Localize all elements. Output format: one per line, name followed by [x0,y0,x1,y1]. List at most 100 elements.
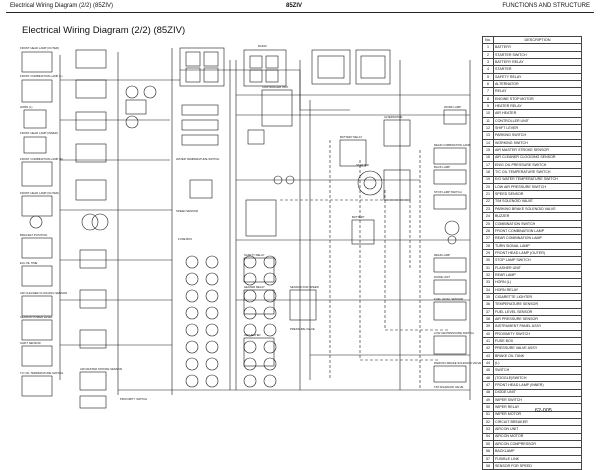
legend-row-number: 56 [482,447,494,456]
round-connector [263,323,277,337]
legend-row-number: 17 [482,160,494,170]
legend-row-number: 12 [482,124,494,133]
legend-row-description: HORN (L) [493,278,582,287]
legend-row-number: 13 [482,131,494,140]
round-connector [205,374,219,388]
legend-row-number: 14 [482,138,494,148]
round-connector [263,255,277,269]
legend-row-number: 35 [482,293,494,302]
legend-row-number: 8 [482,94,494,104]
legend-row-number: 28 [482,241,494,250]
label-work-lamp: WORK LAMP [444,105,461,109]
legend-row-number: 37 [482,307,494,317]
legend-row-description: FRONT COMBINATION LAMP [493,226,582,236]
legend-row-number: 34 [482,285,494,295]
legend-row-description: ENGINE STOP MOTOR [493,94,582,104]
round-connector [205,340,219,354]
legend-row-number: 7 [482,87,494,96]
legend-row-description: SHIFT LEVER [493,124,582,133]
legend-row-description: FUSE BOX [493,337,582,346]
legend-row-description: TEMPERATURE SENSOR [493,300,582,309]
round-connector [185,255,199,269]
legend-row-description: WORKING SWITCH [493,138,582,148]
label-stop-lamp-switch: STOP LAMP SWITCH [434,190,462,194]
legend-row-description: BATTERY RELAY [493,58,582,67]
legend-row-description: CIGARETTE LIGHTER [493,293,582,302]
legend-row-number: 29 [482,248,494,258]
label-tc-oil-temp: T/C OIL TEMPERATURE SWITCH [20,371,63,375]
legend-row-description: STOP LAMP SWITCH [493,256,582,265]
round-connector [243,340,257,354]
legend-row-number: 4 [482,65,494,74]
legend-row-number: 49 [482,395,494,405]
legend-row-description: PRESSURE VALVE ASSY [493,344,582,353]
legend-row-description: PARKING SWITCH [493,131,582,140]
round-connector [205,289,219,303]
legend-row-number: 16 [482,153,494,162]
legend-row-description: FUEL LEVEL SENSOR [493,307,582,317]
legend-row-number: 9 [482,102,494,111]
label-air-heater: AIR HEATER [244,333,261,337]
legend-row-description: RELAY [493,87,582,96]
label-air-cleaner: AIR CLEANER CLOGGING SENSOR [20,291,67,295]
legend-row-description: LOW AIR PRESSURE SWITCH [493,182,582,192]
legend-row-number: 19 [482,175,494,184]
legend-row-number: 11 [482,116,494,126]
round-connector [185,340,199,354]
label-battery-relay: BATTERY RELAY [340,135,362,139]
header-rule [6,12,594,13]
legend-row-number: 38 [482,315,494,324]
round-connector [263,306,277,320]
round-connector [205,272,219,286]
label-engine-stop: E/G OIL TIME [20,261,38,265]
label-front-head-lamp-outer: FRONT HEAD LAMP (OUTER) [20,46,59,50]
legend-row-number: 33 [482,278,494,287]
legend-row-number: 46 [482,373,494,383]
label-back-lamp: BACK LAMP [434,165,450,169]
fuse-box [179,47,391,237]
legend-row-number: 55 [482,439,494,449]
legend-row-number: 1 [482,43,494,52]
legend-row-description: WIPER SWITCH [493,395,582,405]
legend-row-number: 51 [482,410,494,419]
round-connector [243,272,257,286]
round-connector [185,323,199,337]
label-safety-relay: SAFETY RELAY [244,253,265,257]
legend-row-description: STARTER [493,65,582,74]
wiring-diagram-sheet: Electrical Wiring Diagram (2/2) (85ZIV) … [6,3,594,470]
label-tm-solenoid: T/M SOLENOID VALVE [434,385,464,389]
legend-row-description: AIR HEATER [493,109,582,118]
legend-row-number: 48 [482,388,494,397]
legend-row-description: PARKING BRAKE SOLENOID VALVE [493,204,582,214]
round-connector [205,255,219,269]
legend-row-number: 58 [482,461,494,470]
label-bracket-position: BRACKET POSITION [20,233,47,237]
label-starter: STARTER [356,163,369,167]
legend-row-description: EN/G OIL PRESSURE SWITCH [493,160,582,170]
component-labels: FRONT HEAD LAMP (OUTER) FRONT COMBINATIO… [20,44,481,401]
legend-row-description: FUSIBLE LINK [493,454,582,463]
legend-row-description: (L) [493,359,582,368]
legend-row-description: TURN SIGNAL LAMP [493,241,582,250]
legend-row-number: 24 [482,212,494,221]
